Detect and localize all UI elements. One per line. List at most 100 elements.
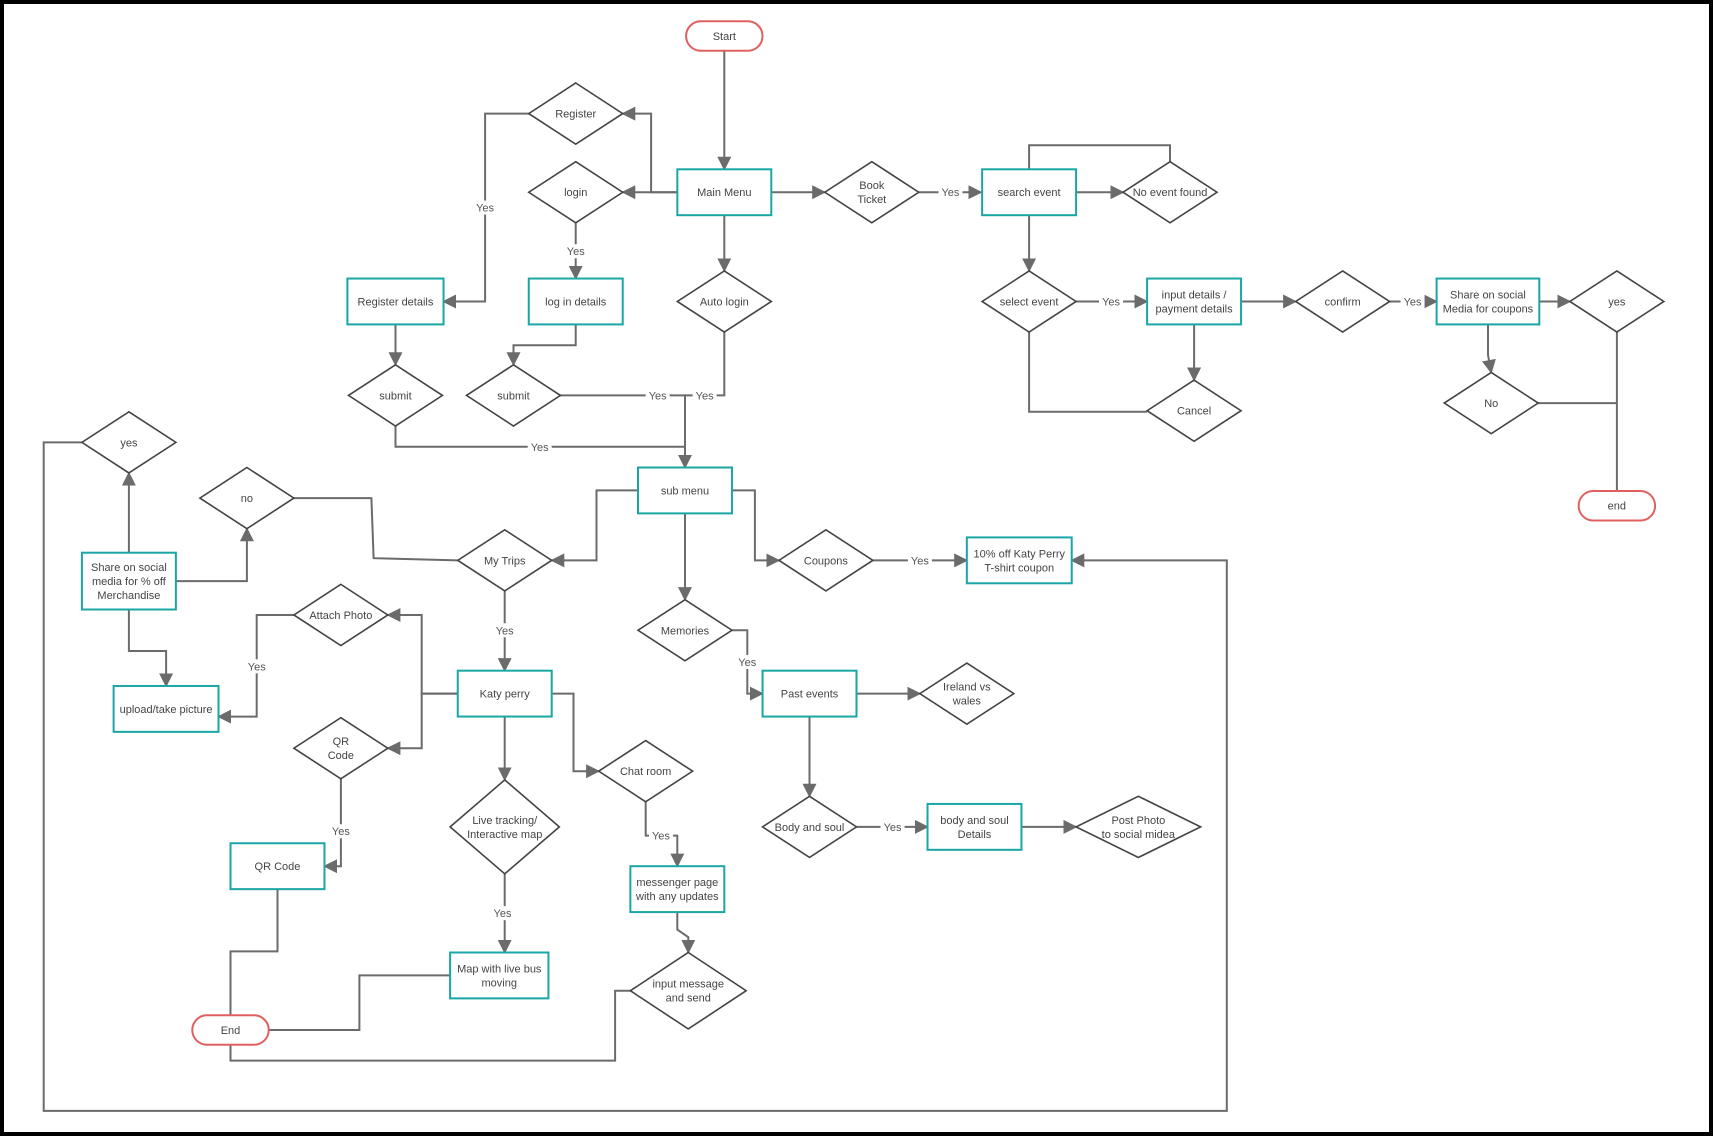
node-label: Live tracking/ bbox=[472, 815, 538, 827]
process-box bbox=[676, 168, 773, 217]
decision-diamond bbox=[597, 739, 695, 803]
decision-diamond bbox=[636, 598, 734, 662]
edge-label-yes: Yes bbox=[1404, 296, 1422, 308]
process-box bbox=[80, 551, 177, 611]
edge-connector bbox=[127, 609, 174, 688]
decision-diamond bbox=[823, 160, 921, 224]
node-label: Body and soul bbox=[775, 822, 845, 834]
node-label: submit bbox=[497, 390, 529, 402]
process-box bbox=[346, 277, 445, 326]
node-label: body and soul bbox=[940, 815, 1009, 827]
node-sub-menu: sub menu bbox=[637, 466, 733, 515]
node-label: submit bbox=[379, 390, 411, 402]
node-submit-1: submit bbox=[347, 363, 444, 427]
process-box bbox=[761, 669, 858, 718]
node-label: and send bbox=[666, 993, 711, 1005]
edge-label-yes: Yes bbox=[567, 246, 585, 258]
node-label: Merchandise bbox=[97, 590, 160, 602]
node-no-left: no bbox=[198, 466, 296, 530]
edge-connector bbox=[42, 441, 1228, 1112]
node-qr-code-box: QR Code bbox=[229, 842, 326, 891]
decision-diamond bbox=[456, 528, 554, 592]
edge-label-bg bbox=[490, 906, 515, 921]
decision-diamond bbox=[80, 410, 178, 474]
node-select-event: select event bbox=[980, 269, 1078, 334]
edge-label-bg bbox=[492, 623, 517, 638]
node-memories: Memories bbox=[636, 598, 734, 662]
node-label: Media for coupons bbox=[1443, 303, 1534, 315]
node-label: End bbox=[221, 1025, 241, 1037]
decision-diamond bbox=[1442, 371, 1540, 435]
node-label: Share on social bbox=[91, 562, 167, 574]
decision-diamond bbox=[527, 82, 625, 146]
edge-label-bg bbox=[648, 828, 673, 843]
edge-label-yes: Yes bbox=[738, 657, 756, 669]
node-label: Past events bbox=[781, 689, 839, 701]
edge-connector bbox=[229, 889, 279, 1015]
process-box bbox=[1435, 277, 1541, 326]
node-label: My Trips bbox=[484, 555, 526, 567]
node-label: Ticket bbox=[857, 194, 886, 206]
process-box bbox=[527, 277, 624, 326]
decision-diamond bbox=[628, 951, 748, 1030]
node-submit-2: submit bbox=[465, 363, 562, 427]
edge-label-yes: Yes bbox=[652, 831, 670, 843]
node-label: No event found bbox=[1133, 187, 1208, 199]
decision-diamond bbox=[292, 716, 390, 780]
decision-diamond bbox=[980, 269, 1078, 334]
node-my-trips: My Trips bbox=[456, 528, 554, 592]
node-end-right: end bbox=[1577, 489, 1657, 522]
edge-label-bg bbox=[328, 824, 353, 839]
edge-connector bbox=[175, 527, 254, 583]
node-label: end bbox=[1608, 501, 1626, 513]
edge-label-yes: Yes bbox=[696, 390, 714, 402]
node-label: Start bbox=[713, 31, 736, 43]
edge-label-yes: Yes bbox=[248, 661, 266, 673]
node-label: Post Photo bbox=[1111, 815, 1165, 827]
node-label: QR bbox=[333, 736, 350, 748]
decision-diamond bbox=[1074, 795, 1203, 859]
node-label: media for % off bbox=[92, 576, 167, 588]
edge-label-bg bbox=[473, 200, 498, 215]
decision-diamond bbox=[761, 795, 858, 859]
node-label: search event bbox=[998, 187, 1061, 199]
edge-label-bg bbox=[1400, 294, 1425, 309]
edge-connector bbox=[293, 497, 458, 562]
decision-diamond bbox=[675, 269, 773, 334]
decision-diamond bbox=[918, 662, 1016, 726]
node-label: Code bbox=[328, 750, 354, 762]
edge-label-yes: Yes bbox=[496, 625, 514, 637]
process-box bbox=[449, 951, 550, 1000]
terminal-pill bbox=[191, 1014, 270, 1046]
node-label: Details bbox=[958, 829, 992, 841]
node-label: moving bbox=[482, 977, 517, 989]
node-register: Register bbox=[527, 82, 625, 146]
process-box bbox=[926, 802, 1023, 851]
node-register-details: Register details bbox=[346, 277, 445, 326]
decision-diamond bbox=[465, 363, 562, 427]
node-label: yes bbox=[1608, 296, 1626, 308]
edge-label-bg bbox=[880, 819, 905, 834]
node-label: payment details bbox=[1156, 303, 1234, 315]
process-box bbox=[629, 865, 726, 914]
edge-label-bg bbox=[692, 388, 717, 403]
edge-connector bbox=[676, 912, 696, 954]
node-label: 10% off Katy Perry bbox=[974, 548, 1066, 560]
edge-label-yes: Yes bbox=[649, 390, 667, 402]
node-label: confirm bbox=[1325, 296, 1361, 308]
terminal-pill bbox=[1577, 489, 1657, 522]
process-box bbox=[965, 536, 1073, 585]
node-input-payment: input details /payment details bbox=[1146, 277, 1243, 326]
process-box bbox=[112, 684, 220, 733]
node-label: No bbox=[1484, 398, 1498, 410]
node-label: login bbox=[564, 187, 587, 199]
edge-label-yes: Yes bbox=[884, 822, 902, 834]
node-past-events: Past events bbox=[761, 669, 858, 718]
node-label: Share on social bbox=[1450, 289, 1526, 301]
